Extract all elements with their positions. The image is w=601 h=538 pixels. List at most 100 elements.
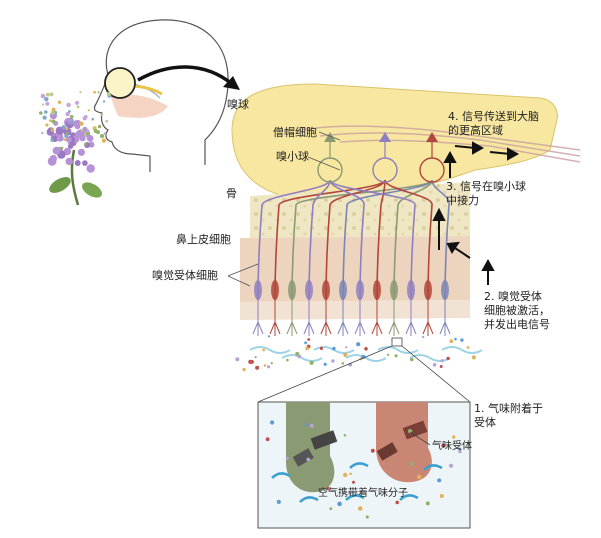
petal <box>82 160 88 166</box>
inset-molecule <box>306 457 311 462</box>
receptor-cell-body <box>254 280 262 300</box>
inset-molecule <box>348 491 352 495</box>
label-nasal-epithelium: 鼻上皮细胞 <box>176 233 231 246</box>
label-odor-receptor: 气味受体 <box>432 441 472 452</box>
scent-particle <box>50 110 55 115</box>
epithelium-surface <box>240 300 470 320</box>
lilac-flower <box>46 112 102 206</box>
inset-receptors-bound <box>292 420 428 467</box>
inset-molecule <box>349 472 352 476</box>
inset-odor-molecules <box>265 420 462 519</box>
magnifier-circle <box>104 67 136 99</box>
inset-molecule <box>309 423 314 428</box>
label-olfactory-bulb: 嗅球 <box>227 98 249 111</box>
zoom-connector <box>257 337 471 403</box>
label-mitral-cell: 僧帽细胞 <box>273 126 317 139</box>
odor-molecule <box>263 364 267 367</box>
axon <box>291 179 433 301</box>
cilia <box>405 300 417 336</box>
odor-molecule <box>323 362 327 366</box>
inset-molecule <box>304 422 309 427</box>
receptor-cell-body <box>373 280 381 300</box>
scent-particle <box>49 119 52 122</box>
label-glomerulus: 嗅小球 <box>276 150 309 163</box>
scent-particle <box>42 115 47 120</box>
petal <box>65 136 72 143</box>
receptor-cell-body <box>441 280 449 300</box>
mitral-cell <box>426 132 438 142</box>
scent-particle <box>105 119 109 123</box>
label-receptor-cell: 嗅觉受体细胞 <box>152 269 218 282</box>
scent-particle <box>63 138 67 142</box>
odor-molecules <box>235 335 476 372</box>
inset-molecule <box>417 474 422 480</box>
inset-molecule <box>285 456 289 460</box>
inset-molecule <box>395 500 400 505</box>
inset-molecule <box>449 463 453 468</box>
inset-molecule <box>329 507 333 511</box>
inset-molecule <box>270 420 275 425</box>
odor-molecule <box>254 356 257 359</box>
scent-particle <box>56 137 60 140</box>
odor-molecule <box>262 348 266 352</box>
odor-molecule <box>440 359 444 363</box>
cilia <box>371 300 383 336</box>
odor-molecule <box>304 341 307 345</box>
scent-particle <box>51 119 56 124</box>
scent-particle <box>49 92 54 97</box>
receptor-cell-body <box>322 280 330 300</box>
inset-air-flow <box>271 462 443 503</box>
cilia <box>286 300 298 336</box>
axon <box>342 179 433 301</box>
inset-molecule <box>276 499 281 504</box>
scent-particle <box>66 131 69 135</box>
scent-particle <box>44 97 49 102</box>
odor-molecule <box>364 347 368 351</box>
receptor-cell-body <box>339 280 347 300</box>
odor-molecule <box>422 335 425 339</box>
scent-particle <box>39 111 43 115</box>
odor-molecule <box>319 346 323 350</box>
petal <box>52 146 61 155</box>
scent-particle <box>46 92 50 97</box>
scent-particle <box>85 129 90 133</box>
cilia <box>303 300 315 336</box>
receptor-cell-body <box>407 280 415 300</box>
petal <box>55 126 64 135</box>
cilia <box>252 300 264 336</box>
scent-particle <box>87 109 90 112</box>
air-wave <box>409 354 451 362</box>
inset-molecule <box>407 429 413 434</box>
scent-particle <box>45 123 49 127</box>
petal <box>74 160 81 166</box>
odor-molecule <box>386 353 390 356</box>
scent-particle <box>65 111 70 117</box>
scent-particle <box>101 138 106 143</box>
petal <box>50 158 57 164</box>
axon <box>431 179 450 301</box>
scent-particle <box>76 105 80 109</box>
scent-particle <box>41 103 45 106</box>
odor-receptor-leader <box>409 431 431 446</box>
odor-molecule <box>307 338 311 341</box>
leader-lines <box>227 131 341 287</box>
scent-particle <box>50 138 54 142</box>
glomeruli <box>317 132 445 183</box>
scent-particle <box>51 107 56 112</box>
scent-particle <box>75 100 79 105</box>
axon <box>376 179 386 301</box>
air-wave <box>345 354 387 362</box>
receptor-cell-body <box>271 280 279 300</box>
scent-particle <box>61 125 66 130</box>
axon <box>329 179 416 301</box>
cilia <box>269 300 281 336</box>
scent-particle <box>79 91 82 94</box>
scent-particle <box>69 120 73 125</box>
step-3: 3. 信号在嗅小球 中接力 <box>446 180 526 207</box>
inset-air-wave <box>349 462 369 469</box>
odor-molecule <box>255 365 260 370</box>
scent-particle <box>40 93 46 99</box>
odor-molecule <box>267 335 271 338</box>
odor-molecule <box>466 346 470 349</box>
